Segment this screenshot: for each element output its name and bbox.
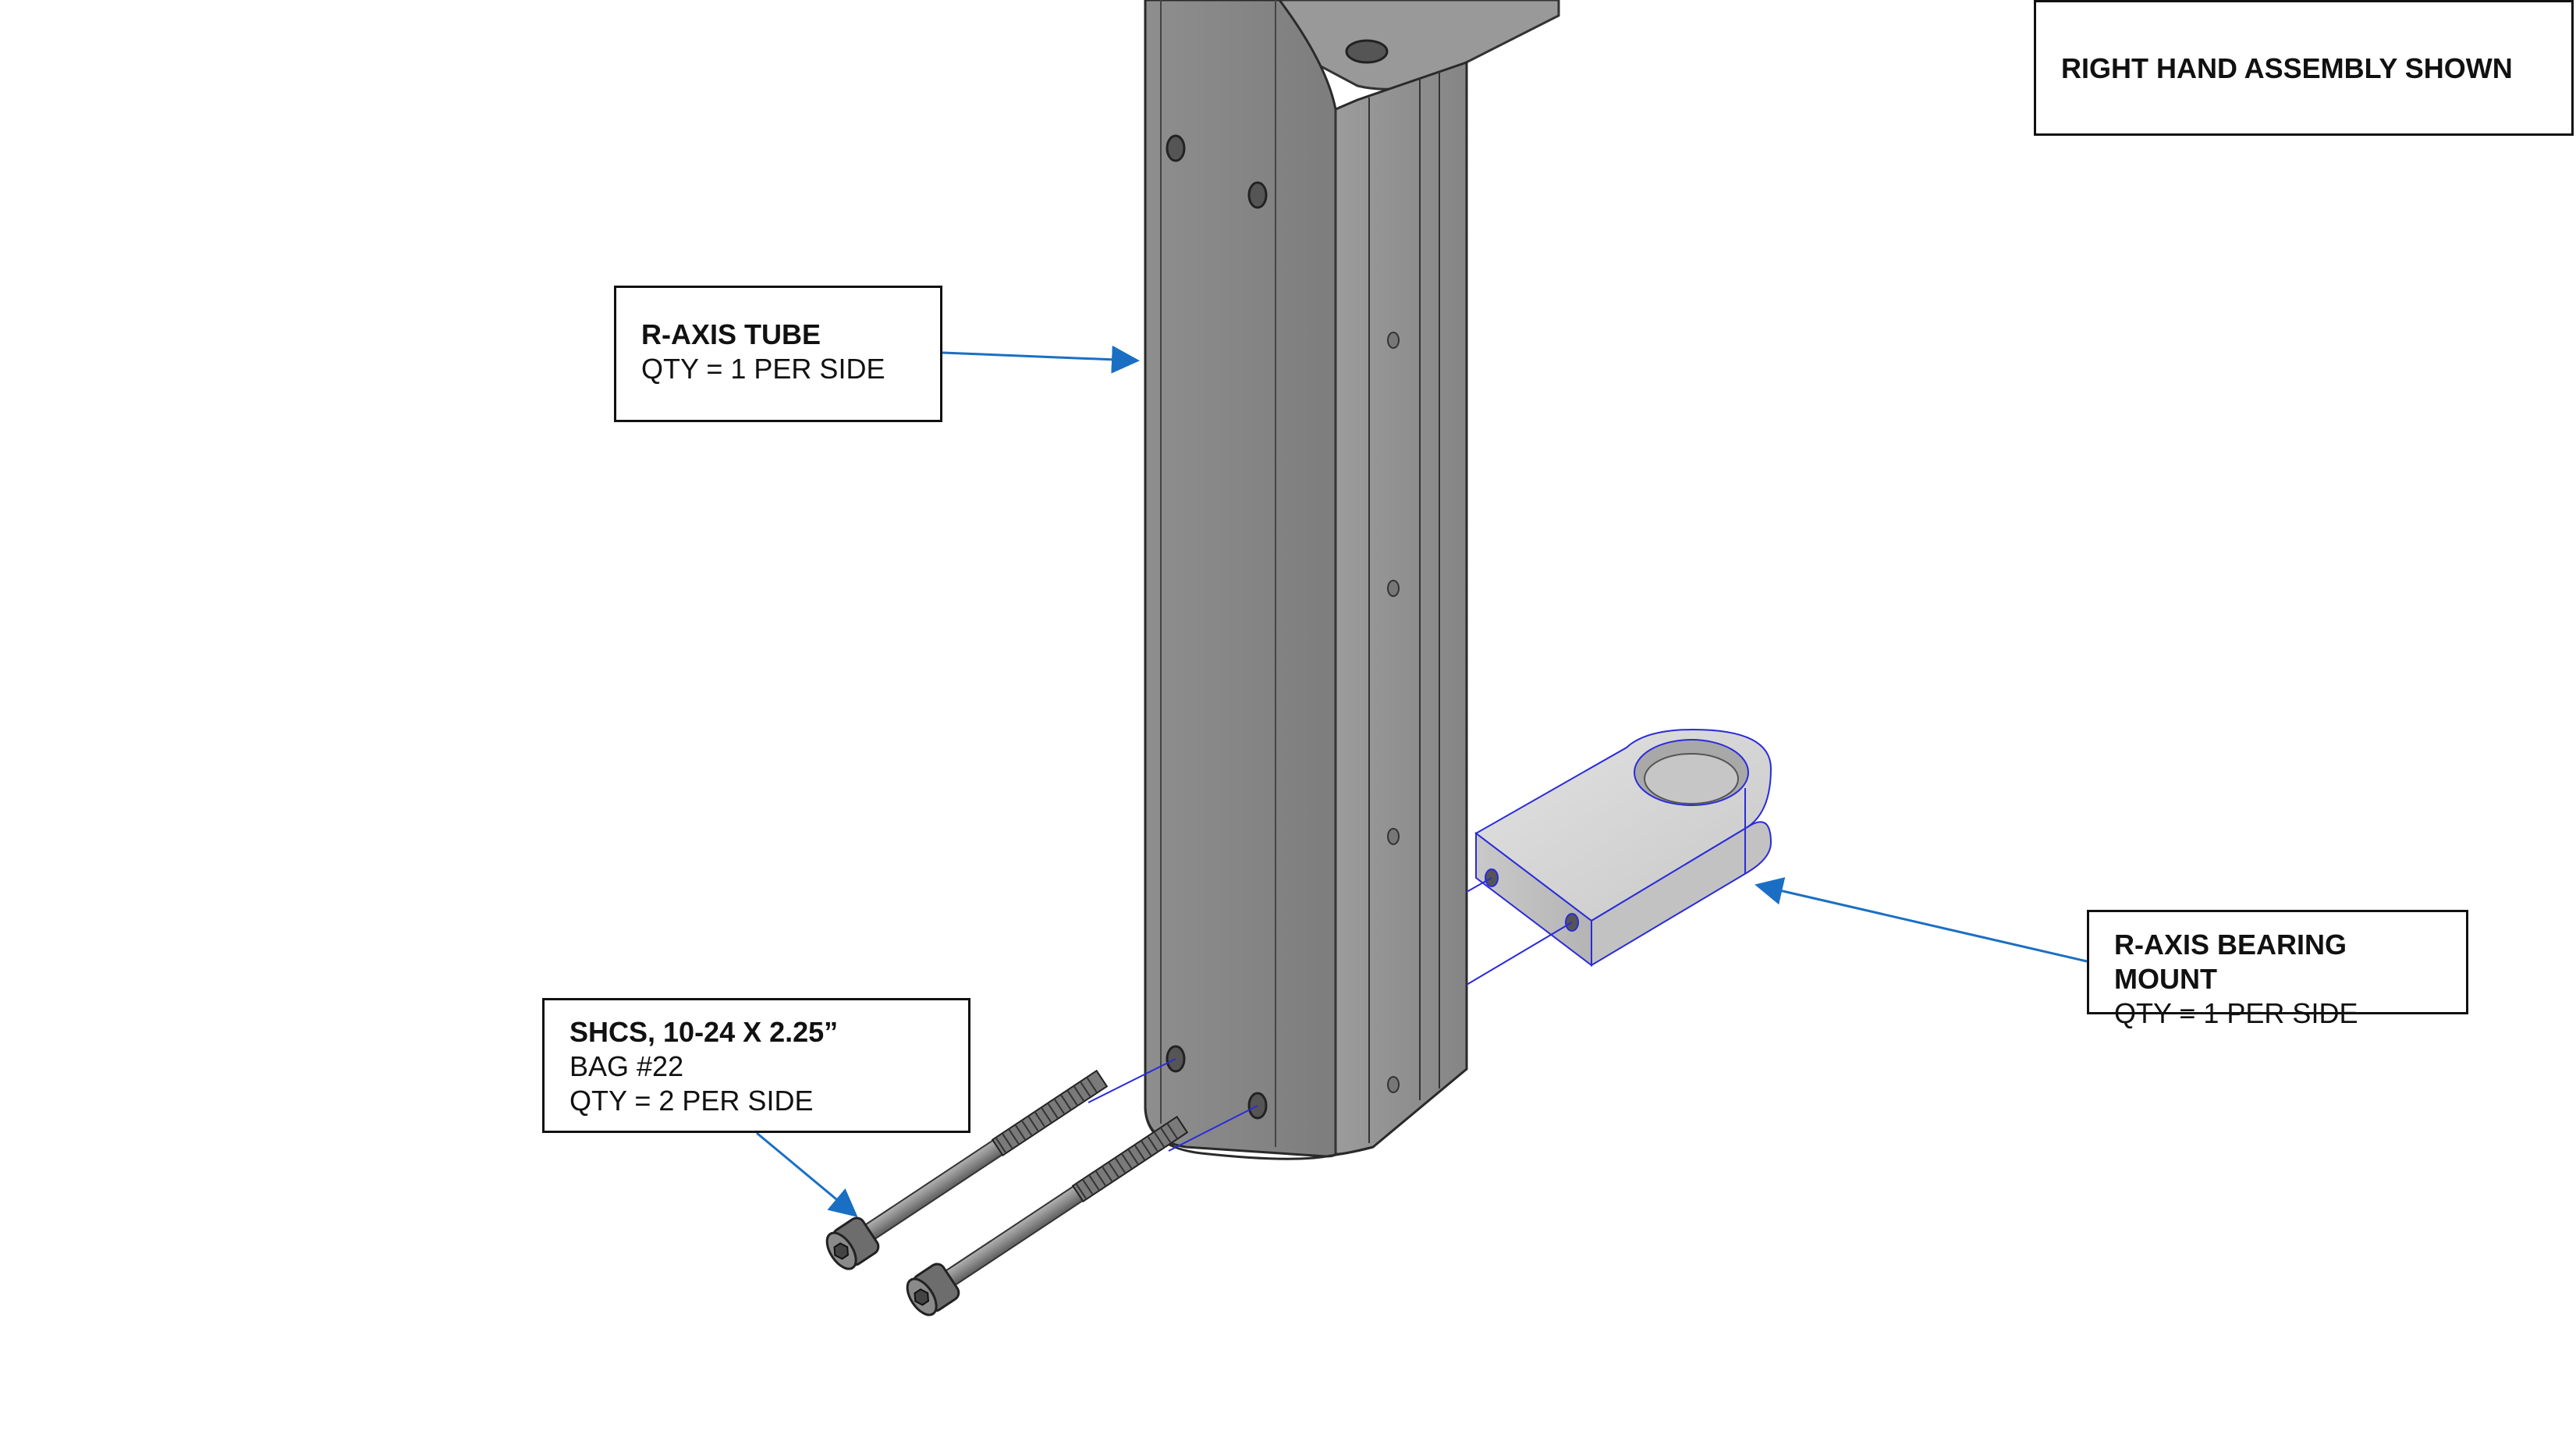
tube-side-hole bbox=[1387, 828, 1400, 845]
assembly-shown-callout: RIGHT HAND ASSEMBLY SHOWN bbox=[2034, 0, 2574, 136]
part-qty: QTY = 2 PER SIDE bbox=[569, 1085, 814, 1117]
tube-hole bbox=[1166, 134, 1186, 162]
assembly-lines bbox=[1088, 877, 1573, 1152]
part-qty: QTY = 1 PER SIDE bbox=[2114, 997, 2358, 1029]
assembly-line bbox=[1466, 922, 1573, 986]
tube-side-hole bbox=[1387, 580, 1400, 597]
mount-side-face bbox=[1591, 821, 1772, 967]
shcs-screw bbox=[825, 1069, 1109, 1270]
tube-side-hole bbox=[1387, 1076, 1400, 1093]
r-axis-bearing-mount-callout: R-AXIS BEARING MOUNT QTY = 1 PER SIDE bbox=[2087, 910, 2468, 1029]
part-bag: BAG #22 bbox=[569, 1050, 684, 1082]
part-name-line-1: R-AXIS BEARING bbox=[2114, 929, 2347, 961]
mount-leader-arrow bbox=[1755, 877, 2088, 963]
leader-lines bbox=[756, 345, 2088, 1217]
shcs-screw bbox=[906, 1115, 1189, 1316]
assembly-line bbox=[1088, 1058, 1176, 1103]
mount-bore-inner bbox=[1644, 753, 1739, 804]
part-name: SHCS, 10-24 X 2.25” bbox=[569, 1016, 839, 1048]
tube-side-hole bbox=[1387, 332, 1400, 349]
bracket-slot-hole bbox=[1345, 39, 1389, 64]
tube-side-face bbox=[1334, 60, 1468, 1156]
assembly-line bbox=[1168, 1105, 1258, 1152]
screw-leader-arrow bbox=[756, 1131, 858, 1217]
part-name: R-AXIS TUBE bbox=[641, 318, 821, 350]
tube-hole bbox=[1247, 181, 1268, 209]
r-axis-tube bbox=[1144, 0, 1560, 1160]
tube-front-face bbox=[1144, 0, 1337, 1158]
part-qty: QTY = 1 PER SIDE bbox=[641, 353, 885, 385]
assembly-line bbox=[1466, 877, 1492, 893]
r-axis-tube-callout: R-AXIS TUBE QTY = 1 PER SIDE bbox=[614, 286, 942, 422]
diagram-title: RIGHT HAND ASSEMBLY SHOWN bbox=[2061, 52, 2513, 84]
r-axis-bearing-mount bbox=[1474, 728, 1772, 968]
tube-leader-arrow bbox=[942, 345, 1140, 374]
shcs-screw-callout: SHCS, 10-24 X 2.25” BAG #22 QTY = 2 PER … bbox=[542, 998, 970, 1133]
part-name-line-2: MOUNT bbox=[2114, 963, 2217, 995]
